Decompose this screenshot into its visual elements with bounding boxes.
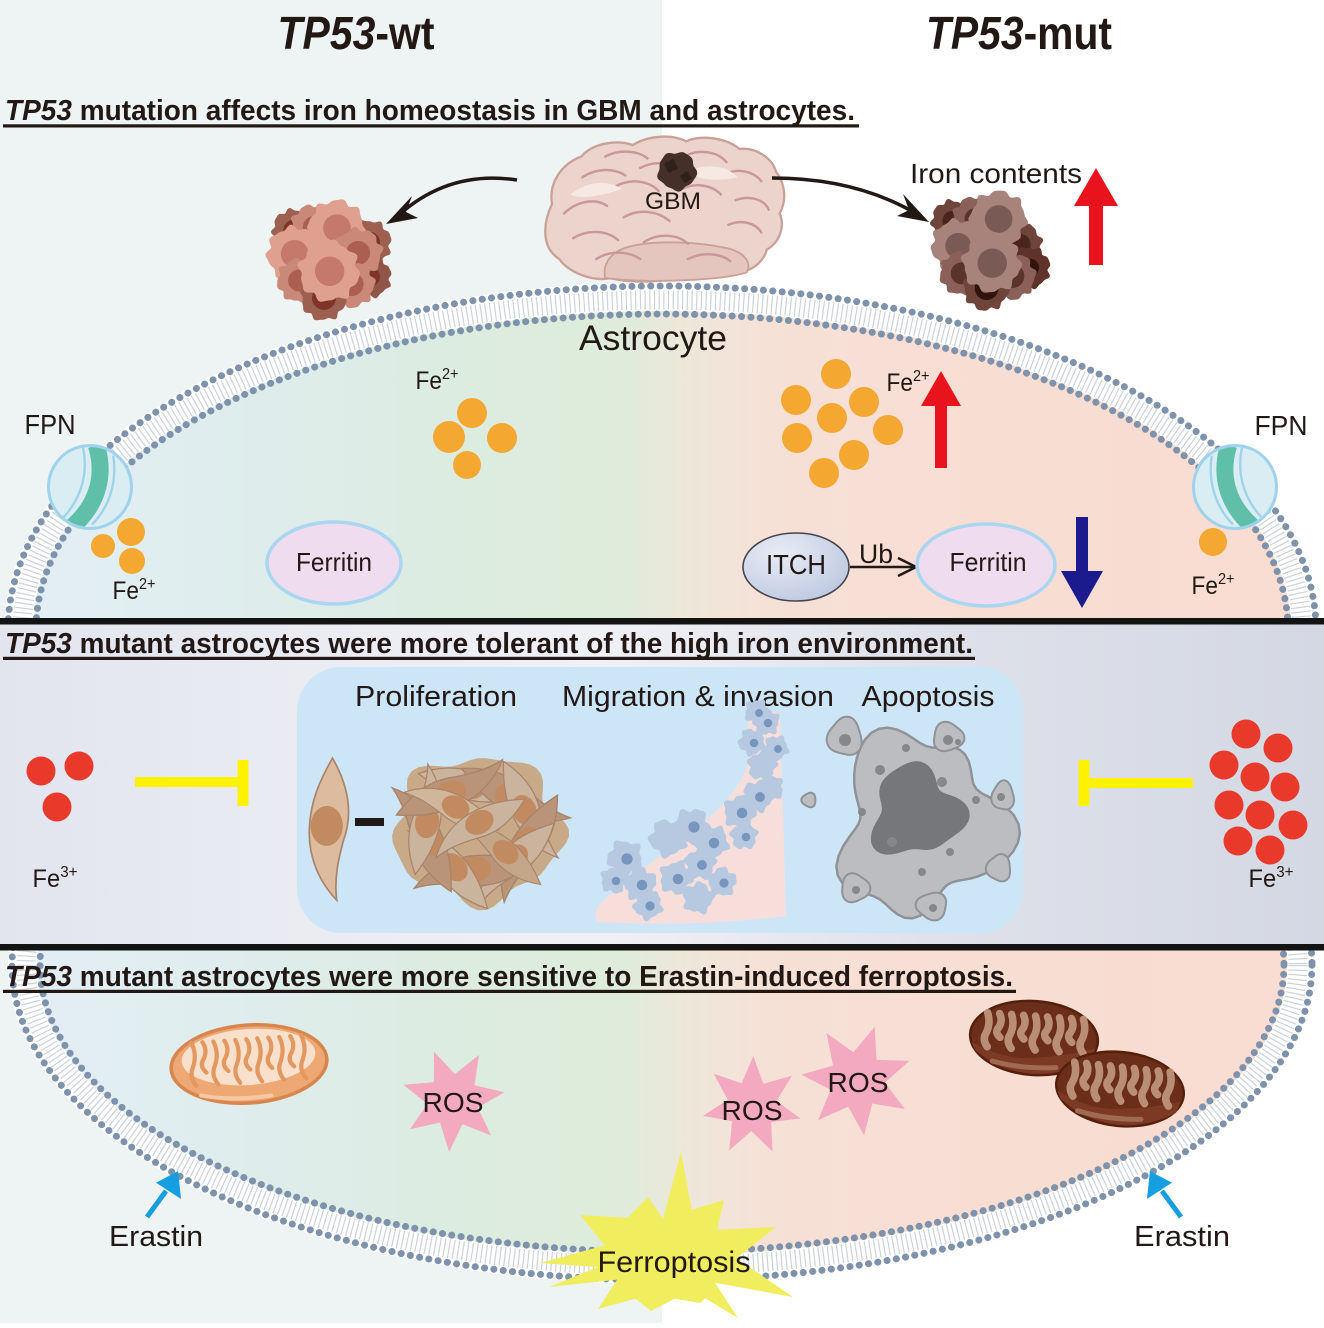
svg-text:Ferritin: Ferritin — [296, 547, 372, 577]
svg-text:TP53 mutant astrocytes were mo: TP53 mutant astrocytes were more sensiti… — [5, 961, 1013, 993]
svg-text:FPN: FPN — [25, 409, 76, 440]
svg-text:TP53 mutation affects iron hom: TP53 mutation affects iron homeostasis i… — [5, 95, 855, 127]
svg-text:Ferroptosis: Ferroptosis — [598, 1246, 751, 1279]
svg-text:Erastin: Erastin — [109, 1221, 203, 1253]
svg-text:ROS: ROS — [722, 1095, 783, 1126]
svg-text:Erastin: Erastin — [1134, 1221, 1230, 1253]
svg-text:Migration & invasion: Migration & invasion — [562, 681, 834, 713]
svg-text:ROS: ROS — [828, 1067, 889, 1098]
svg-text:Iron contents: Iron contents — [910, 158, 1082, 189]
svg-text:Astrocyte: Astrocyte — [579, 319, 727, 358]
svg-text:ROS: ROS — [423, 1087, 484, 1118]
svg-text:GBM: GBM — [645, 188, 701, 215]
svg-text:Ferritin: Ferritin — [950, 547, 1027, 577]
svg-text:Ub: Ub — [859, 539, 893, 569]
svg-text:ITCH: ITCH — [766, 549, 826, 580]
svg-text:FPN: FPN — [1255, 410, 1308, 441]
svg-text:TP53-wt: TP53-wt — [278, 7, 435, 59]
svg-text:Apoptosis: Apoptosis — [862, 681, 995, 713]
svg-text:TP53 mutant astrocytes were mo: TP53 mutant astrocytes were more toleran… — [5, 628, 973, 660]
svg-text:TP53-mut: TP53-mut — [926, 7, 1112, 59]
svg-text:Proliferation: Proliferation — [355, 681, 517, 713]
svg-text:Fe3+: Fe3+ — [1249, 864, 1294, 893]
